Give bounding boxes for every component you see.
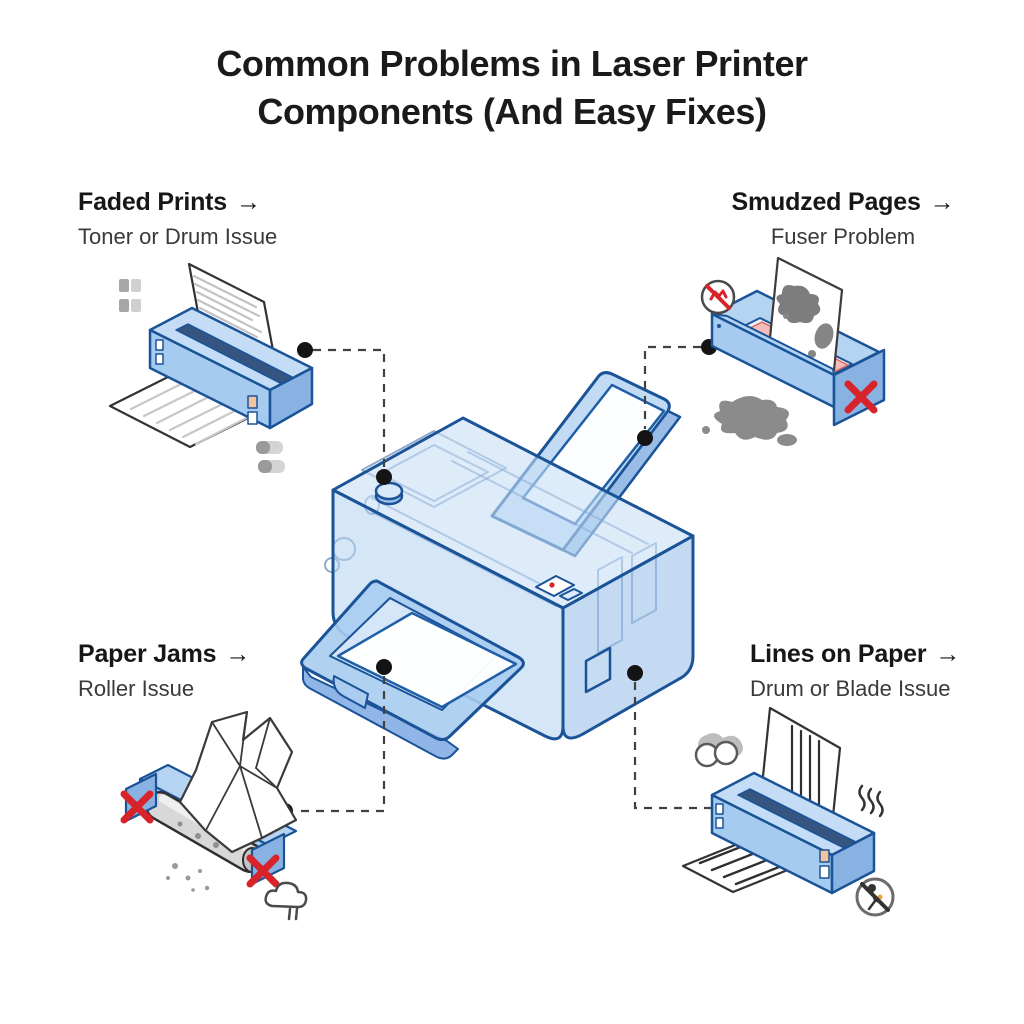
callout-problem: Paper Jams → xyxy=(78,640,250,669)
lines-on-paper-illustration xyxy=(681,706,895,917)
toner-spill-blob xyxy=(702,395,797,446)
arrow-icon: → xyxy=(935,640,961,668)
page-title-line1: Common Problems in Laser Printer xyxy=(216,43,808,84)
drum-rollers-icon xyxy=(694,733,743,768)
connector-dot xyxy=(637,430,653,446)
callout-faded-prints: Faded Prints → Toner or Drum Issue xyxy=(78,188,277,250)
arrow-icon: → xyxy=(236,188,261,216)
red-x-icon xyxy=(844,380,878,414)
connector-top-left xyxy=(313,348,386,468)
problem-text: Paper Jams xyxy=(78,640,217,668)
faded-prints-illustration xyxy=(108,262,314,473)
connector-bottom-right xyxy=(633,682,715,810)
connector-top-right xyxy=(643,345,701,429)
control-panel xyxy=(535,575,583,601)
no-user-fix-icon xyxy=(855,877,895,917)
steam-cloud-icon xyxy=(264,881,308,921)
fuser-illustration xyxy=(700,256,886,446)
callout-lines-on-paper: Lines on Paper → Drum or Blade Issue xyxy=(750,640,960,702)
mini-printer-body xyxy=(710,771,876,895)
page-title-line2: Components (And Easy Fixes) xyxy=(257,90,767,132)
central-printer-illustration xyxy=(300,371,695,760)
callout-cause: Fuser Problem xyxy=(770,224,916,249)
mini-printer-body xyxy=(148,306,314,430)
heat-waves-icon xyxy=(858,784,884,818)
problem-text: Faded Prints xyxy=(78,188,228,216)
power-button xyxy=(374,481,404,506)
callout-cause: Toner or Drum Issue xyxy=(78,224,278,249)
callout-smudged-pages: Smudzed Pages → Fuser Problem xyxy=(712,188,974,250)
callout-problem: Lines on Paper → xyxy=(750,640,960,669)
indicator-light xyxy=(819,865,830,879)
output-paper-sheet xyxy=(336,611,518,709)
indicator-light xyxy=(819,849,830,863)
connector-bottom-left xyxy=(294,676,386,813)
indicator-light xyxy=(247,411,258,425)
crumpled-paper xyxy=(178,710,298,854)
connector-dot xyxy=(297,342,313,358)
output-tray xyxy=(300,579,525,760)
paper-jam-illustration xyxy=(120,710,308,921)
connector-dot xyxy=(376,659,392,675)
problem-text: Smudzed Pages xyxy=(731,188,921,216)
no-touch-hot-icon xyxy=(700,279,736,315)
callout-problem: Smudzed Pages → xyxy=(712,188,974,217)
connectors xyxy=(294,345,715,813)
arrow-icon: → xyxy=(225,640,251,668)
red-x-icon xyxy=(120,790,280,888)
smudged-sheet xyxy=(768,256,844,372)
fuser-frame-front xyxy=(710,312,886,427)
side-access-panel xyxy=(584,646,612,694)
problem-text: Lines on Paper xyxy=(750,640,927,668)
status-led xyxy=(549,582,555,588)
connector-dot xyxy=(376,469,392,485)
arrow-icon: → xyxy=(929,188,955,216)
indicator-light xyxy=(247,395,258,409)
callout-cause: Roller Issue xyxy=(78,676,195,701)
dust-particles-icon xyxy=(166,863,210,892)
connector-dot xyxy=(627,665,643,681)
callout-problem: Faded Prints → xyxy=(78,188,277,217)
toner-level-icons xyxy=(119,279,285,473)
tray-handle-notch xyxy=(332,675,369,709)
callout-paper-jams: Paper Jams → Roller Issue xyxy=(78,640,250,702)
callout-cause: Drum or Blade Issue xyxy=(750,676,951,701)
